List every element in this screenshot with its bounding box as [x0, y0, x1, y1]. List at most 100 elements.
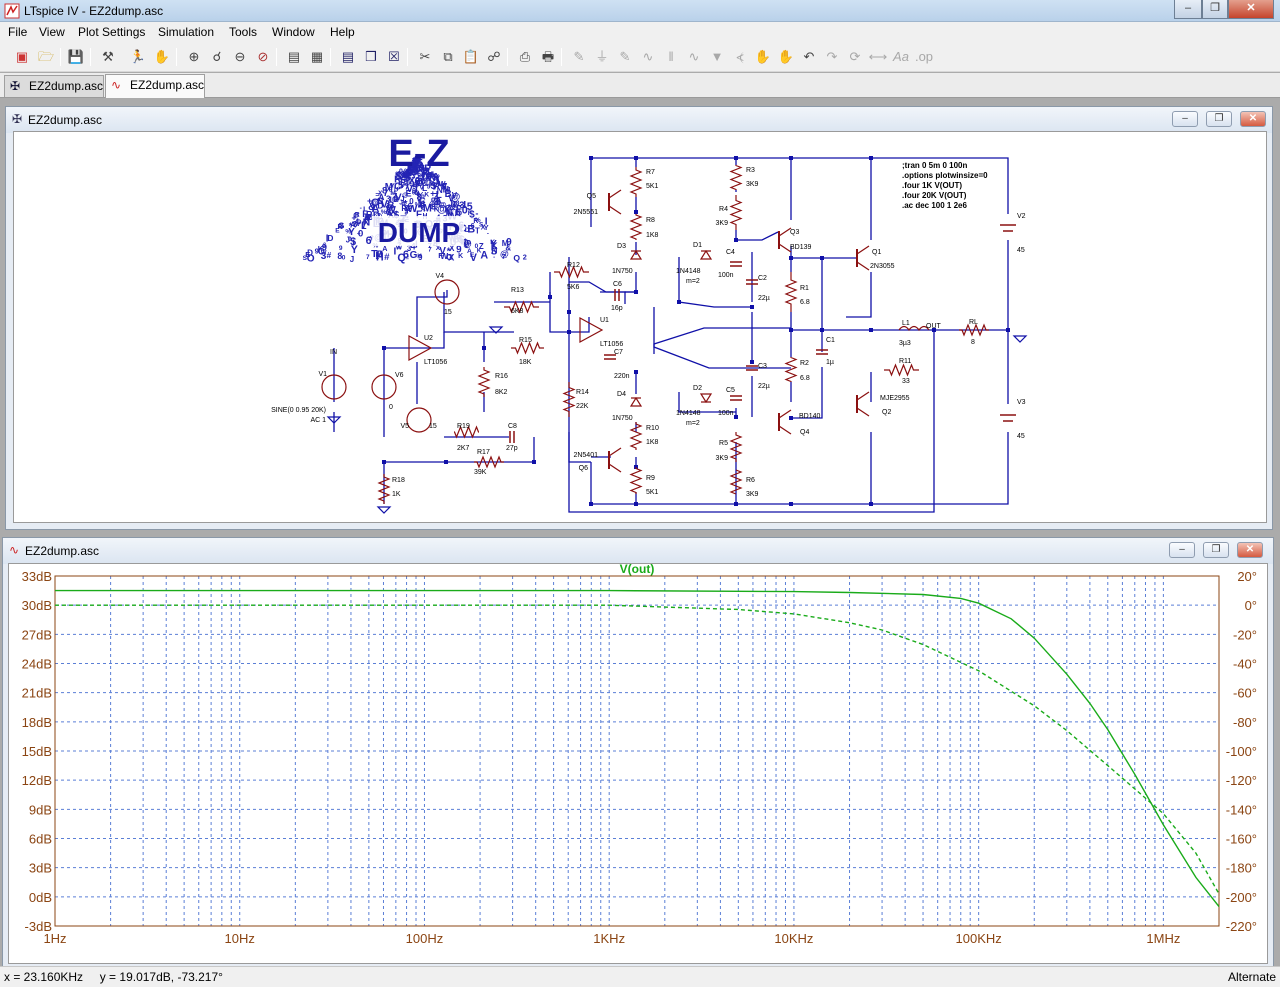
component-label: 3K9 [716, 455, 729, 462]
component-label: m=2 [686, 278, 700, 285]
component-icon[interactable]: ⦓ [736, 49, 744, 64]
ground-icon[interactable]: ⏚ [595, 49, 609, 64]
undo-icon[interactable]: ↶ [803, 49, 815, 64]
minimize-button[interactable]: – [1174, 0, 1202, 19]
waveform-window-titlebar[interactable]: ∿ EZ2dump.asc – ❐ ✕ [3, 538, 1273, 564]
logo-glyph: X [388, 210, 395, 221]
print-setup-icon[interactable]: ⎙ [519, 49, 531, 64]
schematic-close-button[interactable]: ✕ [1240, 111, 1266, 127]
halt-hand-icon[interactable]: ✋ [153, 49, 171, 64]
schematic-canvas[interactable]: A%ZAL$8CAY@AT4TMJ5$SGXG*LBV-06LD04Y@G3R#… [13, 131, 1267, 523]
zoom-out-icon[interactable]: ⊖ [234, 49, 246, 64]
logo-glyph: # [327, 250, 332, 260]
logo-glyph: Y [434, 174, 440, 184]
zoom-cancel-icon[interactable]: ⊘ [257, 49, 269, 64]
maximize-button[interactable]: ❐ [1202, 0, 1228, 19]
zoom-in-icon[interactable]: ⊕ [188, 49, 200, 64]
print-icon[interactable]: 🖶 [541, 49, 555, 64]
control-panel-hammer-icon[interactable]: ⚒ [102, 49, 114, 64]
component-label: R19 [457, 423, 470, 430]
component-label: R10 [646, 425, 659, 432]
schematic-icon: ✠ [10, 79, 21, 93]
redo-icon[interactable]: ↷ [826, 49, 838, 64]
move-hand-icon[interactable]: ✋ [754, 49, 772, 64]
mirror-icon[interactable]: ⟷ [868, 49, 888, 64]
waveform-icon: ∿ [9, 543, 20, 557]
x-tick-label: 10Hz [225, 931, 255, 946]
logo-glyph: M [423, 203, 432, 215]
fit-to-window-icon[interactable]: ▦ [310, 49, 324, 64]
y-right-tick-label: 0° [1245, 598, 1257, 613]
cascade-icon[interactable]: ❒ [365, 49, 377, 64]
component-label: U2 [424, 335, 433, 342]
close-window-icon[interactable]: ☒ [388, 49, 400, 64]
logo-glyph: 8 [410, 163, 414, 170]
paste-icon[interactable]: 📋 [462, 49, 480, 64]
spice-directive: .four 1K V(OUT) [902, 181, 962, 190]
menu-tools[interactable]: Tools [229, 25, 258, 39]
logo-glyph: X [481, 225, 486, 232]
logo-glyph: % [399, 167, 408, 178]
schematic-minimize-button[interactable]: – [1172, 111, 1198, 127]
drag-hand-icon[interactable]: ✋ [777, 49, 795, 64]
capacitor-icon[interactable]: ‖ [668, 49, 674, 64]
label-net-icon[interactable]: ✎ [619, 49, 631, 64]
logo-glyph: G [402, 170, 410, 181]
logo-glyph: 5 [398, 180, 404, 191]
find-binoculars-icon[interactable]: ☍ [487, 49, 501, 64]
junction-dot [482, 346, 486, 350]
waveform-close-button[interactable]: ✕ [1237, 542, 1263, 558]
menu-window[interactable]: Window [272, 25, 315, 39]
logo-glyph: % [415, 201, 421, 208]
logo-glyph: K [490, 239, 495, 246]
inductor-icon[interactable]: ∿ [688, 49, 700, 64]
logo-glyph: 5 [406, 168, 412, 179]
logo-glyph: * [349, 220, 353, 231]
zoom-pan-icon[interactable]: ☌ [212, 49, 222, 64]
tab-schematic[interactable]: ✠ EZ2dump.asc [4, 75, 104, 97]
resistor-icon[interactable]: ∿ [642, 49, 654, 64]
open-folder-icon[interactable]: 🗁 [37, 49, 55, 64]
draw-wire-pencil-icon[interactable]: ✎ [573, 49, 585, 64]
component-label: 1N750 [612, 415, 633, 422]
save-icon[interactable]: 💾 [67, 49, 85, 64]
menu-simulation[interactable]: Simulation [158, 25, 215, 39]
logo-glyph: V [448, 194, 455, 205]
cut-scissors-icon[interactable]: ✂ [419, 49, 431, 64]
spice-directive-icon[interactable]: .op [914, 49, 934, 64]
copy-icon[interactable]: ⧉ [443, 49, 453, 64]
waveform-maximize-button[interactable]: ❐ [1203, 542, 1229, 558]
logo-glyph: 0 [462, 204, 468, 216]
waveform-minimize-button[interactable]: – [1169, 542, 1195, 558]
logo-glyph: $ [396, 171, 402, 183]
rotate-icon[interactable]: ⟳ [849, 49, 861, 64]
menu-help[interactable]: Help [330, 25, 355, 39]
schematic-maximize-button[interactable]: ❐ [1206, 111, 1232, 127]
menu-view[interactable]: View [39, 25, 65, 39]
tile-horizontal-icon[interactable]: ▤ [341, 49, 355, 64]
logo-glyph: K [433, 173, 440, 184]
logo-glyph: 7 [366, 254, 370, 261]
component-label: V2 [1017, 213, 1026, 220]
diode-icon[interactable]: ▼ [710, 49, 724, 64]
run-icon[interactable]: 🏃 [129, 49, 147, 64]
component-label: OUT [926, 323, 942, 330]
text-icon[interactable]: Aa [893, 49, 909, 64]
schematic-window-titlebar[interactable]: ✠ EZ2dump.asc – ❐ ✕ [6, 107, 1272, 133]
wire [569, 281, 626, 293]
title-bar[interactable]: LTspice IV - EZ2dump.asc – ❐ ✕ [0, 0, 1280, 22]
logo-glyph: - [418, 195, 421, 204]
new-schematic-icon[interactable]: ▣ [15, 49, 29, 64]
component-label: 39K [474, 469, 487, 476]
autorange-icon[interactable]: ▤ [287, 49, 301, 64]
component-label: R14 [576, 389, 589, 396]
logo-glyph: 2 [414, 157, 419, 167]
logo-glyph: 6 [403, 249, 409, 261]
menu-file[interactable]: File [8, 25, 28, 39]
tab-waveform[interactable]: ∿ EZ2dump.asc [105, 74, 205, 98]
junction-dot [820, 328, 824, 332]
close-button[interactable]: ✕ [1228, 0, 1274, 19]
menu-plot-settings[interactable]: Plot Settings [78, 25, 146, 39]
logo-glyph: P [433, 181, 440, 192]
